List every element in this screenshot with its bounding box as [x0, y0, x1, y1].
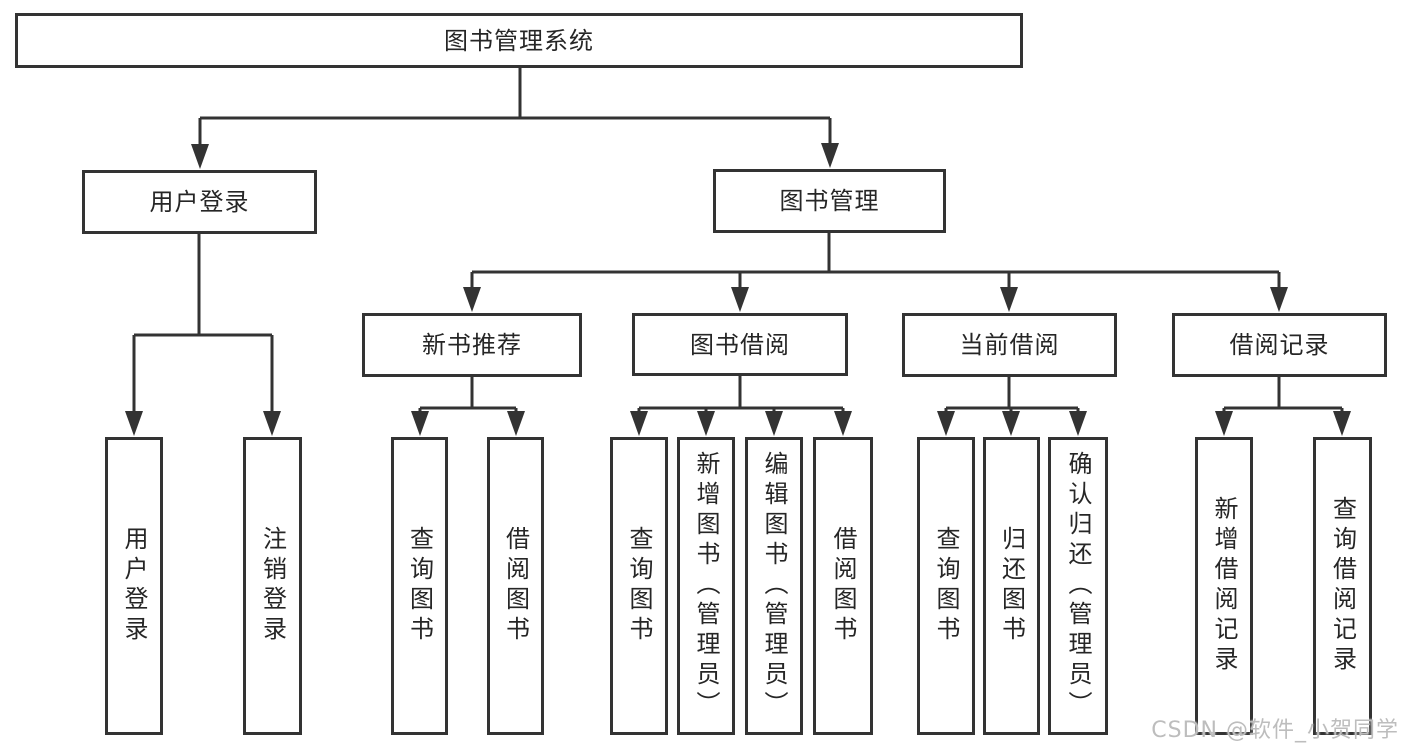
- node-book-management: 图书管理: [713, 169, 946, 233]
- leaf-edit-books-admin: 编辑图书（管理员）: [745, 437, 803, 735]
- leaf-query-books-2: 查询图书: [610, 437, 668, 735]
- leaf-add-borrow-record: 新增借阅记录: [1195, 437, 1253, 735]
- leaf-label: 查询图书: [625, 526, 653, 646]
- leaf-label: 新增图书（管理员）: [692, 451, 720, 721]
- csdn-watermark: CSDN @软件_小贺同学: [1151, 718, 1399, 743]
- leaf-user-login: 用户登录: [105, 437, 163, 735]
- node-borrowing-records: 借阅记录: [1172, 313, 1387, 377]
- leaf-return-books: 归还图书: [983, 437, 1040, 735]
- leaf-label: 新增借阅记录: [1210, 496, 1238, 676]
- leaf-label: 借阅图书: [501, 526, 530, 646]
- leaf-label: 查询图书: [932, 526, 960, 646]
- node-current-borrowing: 当前借阅: [902, 313, 1117, 377]
- arrowheads: [125, 143, 1351, 436]
- leaf-logout: 注销登录: [243, 437, 302, 735]
- node-library-system: 图书管理系统: [15, 13, 1023, 68]
- leaf-label: 归还图书: [997, 526, 1026, 646]
- leaf-label: 编辑图书（管理员）: [760, 451, 788, 721]
- node-user-login: 用户登录: [82, 170, 317, 234]
- leaf-label: 借阅图书: [829, 526, 857, 646]
- leaf-label: 确认归还（管理员）: [1064, 451, 1092, 721]
- node-book-borrowing: 图书借阅: [632, 313, 848, 376]
- leaf-borrow-books-2: 借阅图书: [813, 437, 873, 735]
- leaf-add-books-admin: 新增图书（管理员）: [677, 437, 735, 735]
- leaf-confirm-return-admin: 确认归还（管理员）: [1048, 437, 1108, 735]
- leaf-label: 查询借阅记录: [1328, 496, 1357, 676]
- leaf-query-borrow-record: 查询借阅记录: [1313, 437, 1372, 735]
- node-new-book-recommend: 新书推荐: [362, 313, 582, 377]
- leaf-label: 注销登录: [258, 526, 287, 646]
- leaf-query-books-3: 查询图书: [917, 437, 975, 735]
- leaf-borrow-books-1: 借阅图书: [487, 437, 544, 735]
- leaf-query-books-1: 查询图书: [391, 437, 448, 735]
- leaf-label: 用户登录: [120, 526, 148, 646]
- leaf-label: 查询图书: [405, 526, 434, 646]
